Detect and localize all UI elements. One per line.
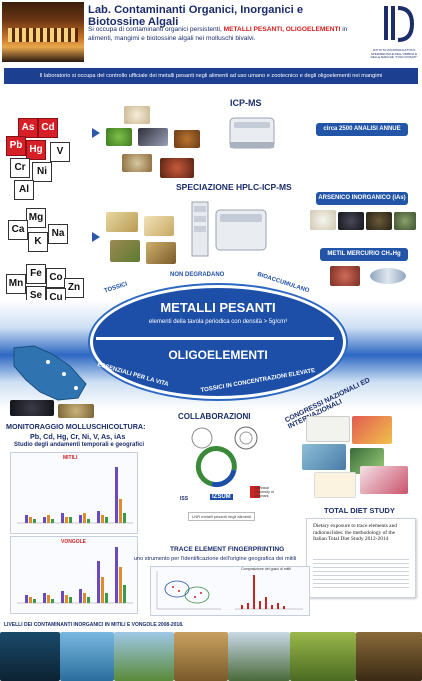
arsenic-badge: ARSENICO INORGANICO (iAs) — [316, 192, 408, 205]
metals-subtitle: elementi della tavola periodica con dens… — [148, 319, 288, 325]
fingerprint-title: TRACE ELEMENT FINGERPRINTING — [170, 546, 285, 553]
element-cd: Cd — [38, 118, 58, 138]
food-photo — [124, 106, 150, 124]
toxic-elements-group: As Cd Pb Hg Cr V Ni Al — [4, 112, 84, 202]
mussels-chart: MITILI — [10, 452, 138, 534]
arrow-right-icon — [92, 232, 100, 242]
bottom-photo-strip — [0, 632, 422, 681]
hplc-instrument — [190, 198, 270, 260]
icpms-title: ICP-MS — [230, 98, 262, 108]
institute-name: ISTITUTO ZOOPROFILATTICO SPERIMENTALE DE… — [370, 48, 418, 60]
clams-chart: VONGOLE — [10, 536, 138, 614]
izsum-logo: IZSUM — [210, 494, 233, 500]
element-mg: Mg — [26, 208, 46, 228]
monitoring-subtitle: Studio degli andamenti temporali e geogr… — [14, 442, 145, 448]
ellipse-divider — [96, 337, 334, 340]
tds-paper-title: Dietary exposure to trace elements and r… — [313, 523, 397, 543]
speciation-title: SPECIAZIONE HPLC-ICP-MS — [176, 182, 292, 192]
element-v: V — [50, 142, 70, 162]
mercury-photos — [330, 264, 410, 290]
element-ca: Ca — [8, 220, 28, 240]
metals-title: METALLI PESANTI — [160, 300, 276, 315]
feed-photos — [104, 210, 184, 272]
feed-photo — [144, 216, 174, 236]
arsenic-photos — [310, 208, 418, 234]
arc-label-toxic: TOSSICI — [103, 281, 129, 295]
arc-label-nondegradable: NON DEGRADANO — [170, 272, 225, 278]
fingerprint-plot-title: Composizione dei gusci di mitili — [241, 567, 291, 571]
food-photo — [122, 154, 152, 172]
methylmercury-badge: METIL MERCURIO CH₃Hg — [320, 248, 408, 261]
element-ni: Ni — [32, 162, 52, 182]
feed-photo — [106, 212, 138, 232]
institute-logo-icon — [384, 6, 415, 42]
page-title: Lab. Contaminanti Organici, Inorganici e… — [88, 4, 304, 28]
info-banner: Il laboratorio si occupa del controllo u… — [4, 68, 418, 84]
minerals-group: Mg Ca K Na — [4, 206, 84, 258]
feed-photo — [146, 242, 176, 264]
chart-title: VONGOLE — [61, 539, 87, 545]
congress-collage — [300, 414, 410, 498]
tds-title: TOTAL DIET STUDY — [324, 506, 395, 515]
feed-photo — [110, 240, 140, 262]
lnr-logo: LNR metalli pesanti negli alimenti — [188, 512, 256, 521]
element-zn: Zn — [64, 278, 84, 298]
food-photo — [106, 128, 132, 146]
element-k: K — [28, 232, 48, 252]
mussels-bars — [17, 467, 133, 524]
monitoring-title: MONITORAGGIO MOLLUSCHICOLTURA: — [6, 422, 146, 431]
monitoring-elements: Pb, Cd, Hg, Cr, Ni, V, As, iAs — [30, 432, 126, 441]
oligo-title: OLIGOELEMENTI — [168, 348, 268, 362]
iss-logo: ISS — [180, 496, 189, 502]
clams-bars — [17, 547, 133, 604]
marche-map — [8, 344, 92, 406]
element-pb: Pb — [6, 136, 26, 156]
dtu-logo: Technical University of Denmark — [254, 486, 274, 499]
element-cr: Cr — [10, 158, 30, 178]
food-photo — [174, 130, 200, 148]
shellfish-photo — [10, 400, 54, 416]
monitoring-footer: LIVELLI DEI CONTAMINANTI INORGANICI IN M… — [4, 622, 184, 628]
fingerprint-plots: Composizione dei gusci di mitili — [150, 566, 310, 616]
element-fe: Fe — [26, 264, 46, 284]
icpms-instrument — [228, 112, 278, 152]
element-mn: Mn — [6, 274, 26, 294]
shellfish-photo — [58, 404, 94, 418]
chart-title: MITILI — [63, 455, 78, 461]
element-na: Na — [48, 224, 68, 244]
arrow-right-icon — [92, 128, 100, 138]
trace-elements-group: Fe Co Mn Zn Se Cu — [4, 262, 84, 308]
institute-logo: ISTITUTO ZOOPROFILATTICO SPERIMENTALE DE… — [370, 4, 418, 62]
center-ellipse — [90, 285, 346, 399]
analysis-count-badge: circa 2500 ANALISI ANNUE — [316, 123, 408, 136]
element-co: Co — [46, 268, 66, 288]
food-photo — [160, 158, 194, 178]
collaborations-title: COLLABORAZIONI — [178, 412, 251, 421]
food-photos — [104, 104, 204, 186]
building-photo — [2, 2, 84, 62]
element-hg: Hg — [26, 140, 46, 160]
header: Lab. Contaminanti Organici, Inorganici e… — [0, 0, 422, 68]
collaboration-logos: ISS IZSUM Technical University of Denmar… — [172, 424, 280, 516]
element-al: Al — [14, 180, 34, 200]
fingerprint-subtitle: uno strumento per l'identificazione dell… — [133, 556, 297, 562]
tds-paper: Dietary exposure to trace elements and r… — [306, 518, 416, 598]
food-photo — [138, 128, 168, 146]
element-as: As — [18, 118, 38, 138]
page-subtitle: Si occupa di contaminanti organici persi… — [88, 26, 348, 42]
